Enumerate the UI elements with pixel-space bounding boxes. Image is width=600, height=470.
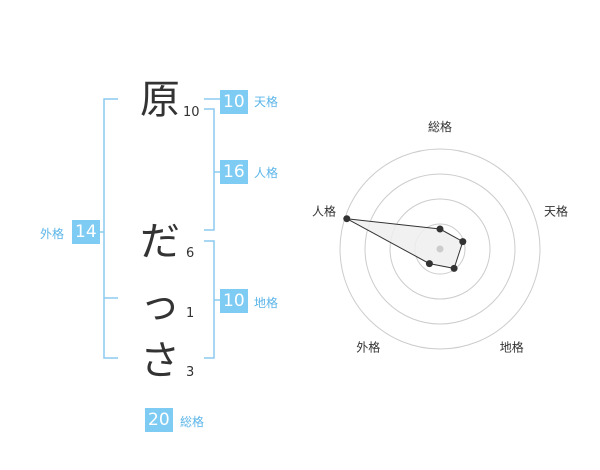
stroke-count-2: 6 (186, 246, 195, 261)
tenkaku-score-badge: 10 (220, 90, 248, 114)
radar-point (343, 215, 351, 223)
name-char-3: っ (140, 282, 180, 328)
radar-center-dot (436, 245, 444, 253)
radar-polygon (346, 218, 464, 269)
stroke-count-3: 1 (186, 306, 195, 321)
radar-point (459, 238, 467, 246)
name-char-4: さ (140, 338, 180, 384)
stroke-count-1: 10 (183, 105, 200, 120)
radar-axis-label: 人格 (312, 203, 336, 218)
name-char-2: だ (140, 219, 180, 265)
chikaku-label: 地格 (254, 296, 279, 310)
radar-ring (364, 173, 516, 325)
jinkaku-score-badge: 16 (220, 160, 248, 184)
radar-ring (389, 198, 491, 300)
jinkaku-label: 人格 (254, 166, 279, 180)
stroke-count-4: 3 (186, 365, 195, 380)
radar-point (450, 264, 458, 272)
radar-ring (339, 148, 541, 350)
name-char-1: 原 (140, 77, 180, 123)
radar-axis-label: 総格 (428, 119, 452, 134)
radar-axis-label: 外格 (356, 340, 380, 355)
radar-point (436, 225, 444, 233)
radar-axis-label: 天格 (544, 203, 568, 218)
chikaku-score-badge: 10 (220, 289, 248, 313)
gaikaku-score-badge: 14 (72, 220, 100, 244)
tenkaku-label: 天格 (254, 95, 279, 109)
radar-axis-label: 地格 (500, 340, 524, 355)
radar-point (425, 260, 433, 268)
soukaku-label: 総格 (180, 415, 205, 429)
gaikaku-label: 外格 (40, 227, 65, 241)
soukaku-score-badge: 20 (145, 408, 173, 432)
